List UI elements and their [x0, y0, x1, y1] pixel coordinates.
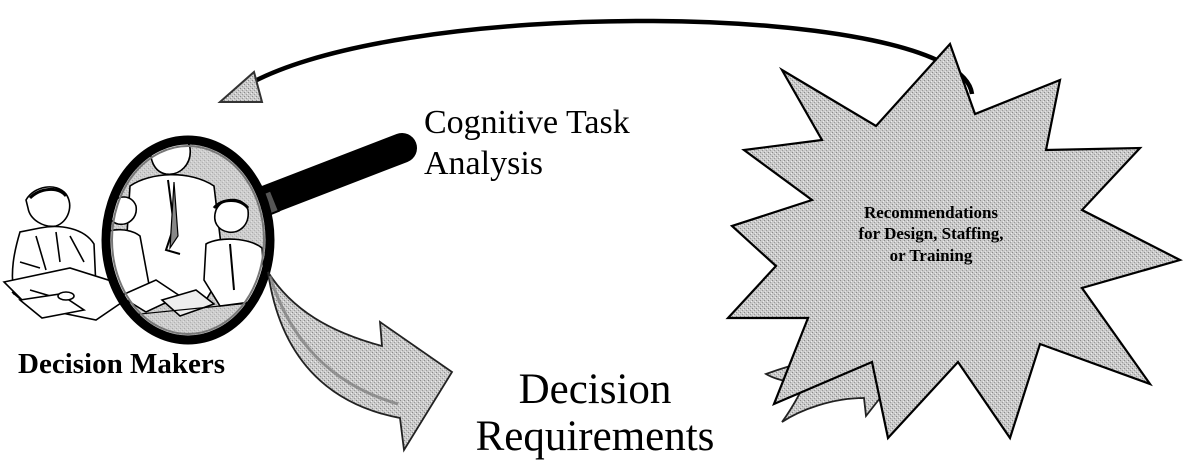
decision-requirements-line2: Requirements — [475, 413, 715, 461]
decision-makers-label: Decision Makers — [18, 348, 225, 380]
cognitive-task-analysis-line2: Analysis — [424, 145, 543, 183]
decision-requirements-line1: Decision — [518, 366, 672, 413]
recommendations-line2: for Design, Staffing, — [858, 224, 1004, 244]
cognitive-task-analysis-line1: Cognitive Task — [424, 104, 630, 141]
curved-arrow-down-icon — [267, 271, 454, 453]
feedback-arc-arrow-icon — [217, 18, 975, 103]
decision-requirements-label: Decision Requirements — [470, 366, 720, 461]
recommendations-label: Recommendations for Design, Staffing, or… — [826, 202, 1036, 266]
people-at-table-illustration — [2, 186, 142, 321]
magnifying-glass-icon — [101, 133, 417, 345]
cognitive-task-analysis-label: Cognitive Task Analysis — [424, 102, 630, 185]
recommendations-line3: or Training — [889, 245, 973, 265]
starburst-shape — [725, 41, 1183, 441]
recommendations-line1: Recommendations — [863, 203, 999, 222]
